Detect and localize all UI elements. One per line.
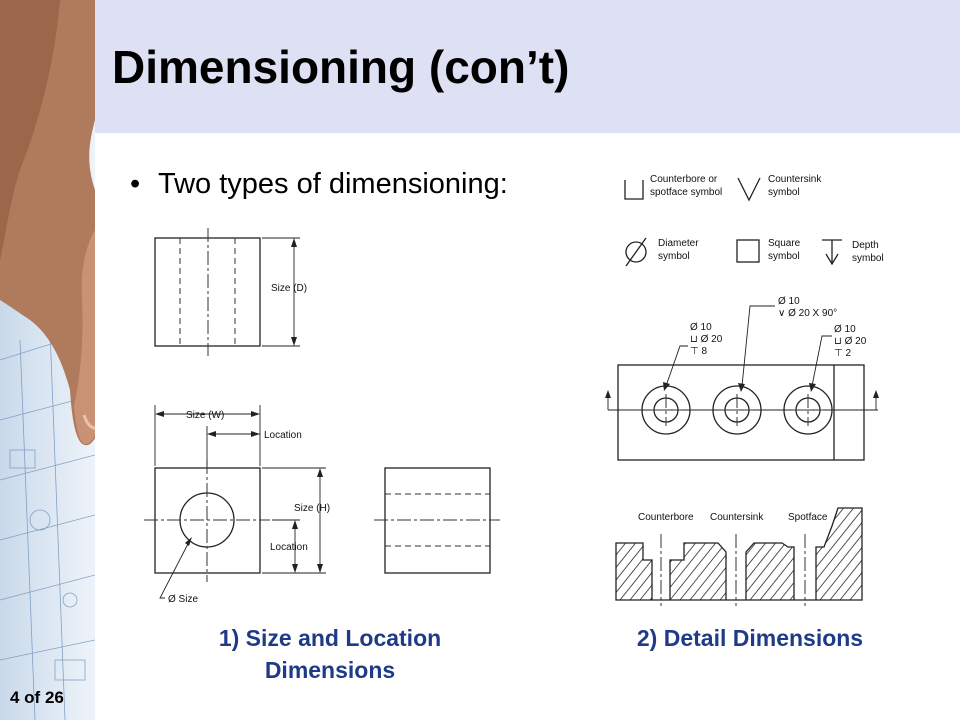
- slide-title: Dimensioning (con’t): [112, 41, 570, 93]
- caption-size-location-line2: Dimensions: [264, 657, 396, 683]
- square-legend-line2: symbol: [768, 251, 800, 262]
- diameter-legend-line2: symbol: [658, 251, 690, 262]
- caption-detail-dimensions: 2) Detail Dimensions: [636, 625, 864, 651]
- size-h-label: Size (H): [294, 503, 330, 514]
- caption-size-location-line1: 1) Size and Location: [218, 625, 442, 651]
- bullet-dot: •: [130, 168, 141, 200]
- counterbore-legend-line2: spotface symbol: [650, 187, 722, 198]
- callout-left-line2: ⊔ Ø 20: [690, 334, 723, 345]
- callout-right-line1: Ø 10: [834, 324, 856, 335]
- countersink-legend-line2: symbol: [768, 187, 800, 198]
- callout-right-line2: ⊔ Ø 20: [834, 336, 867, 347]
- bullet-item: • Two types of dimensioning:: [130, 168, 508, 201]
- size-w-label: Size (W): [186, 410, 224, 421]
- countersink-symbol-icon: [737, 177, 761, 202]
- hole-spotface: [783, 385, 833, 435]
- hand-photo: [0, 0, 95, 720]
- bullet-text: Two types of dimensioning:: [158, 168, 508, 200]
- blueprint-photo: [0, 329, 95, 720]
- location-bottom-label: Location: [270, 542, 308, 553]
- callout-middle-line1: Ø 10: [778, 296, 800, 307]
- caption-size-location: 1) Size and Location Dimensions: [180, 622, 480, 686]
- size-location-figure: Size (D) Size (W) Location Size (H) Loca…: [144, 228, 500, 605]
- location-top-label: Location: [264, 430, 302, 441]
- callout-left-line3: ⊤ 8: [690, 346, 707, 357]
- callout-left-line1: Ø 10: [690, 322, 712, 333]
- depth-legend-line2: symbol: [852, 253, 884, 264]
- depth-legend-line1: Depth: [852, 240, 879, 251]
- diameter-symbol-icon: [625, 241, 647, 263]
- callout-middle-line2: ∨ Ø 20 X 90°: [778, 308, 837, 319]
- sidebar-photo: [0, 0, 95, 720]
- header-band: [95, 0, 960, 133]
- dia-size-label: Ø Size: [168, 594, 198, 605]
- page-number: 4 of 26: [10, 688, 64, 707]
- hole-counterbore: [641, 385, 691, 435]
- plate-top-view: [617, 364, 865, 461]
- section-countersink-label: Countersink: [710, 512, 764, 523]
- diameter-legend-line1: Diameter: [658, 238, 699, 249]
- section-counterbore-label: Counterbore: [638, 512, 694, 523]
- square-legend-line1: Square: [768, 238, 801, 249]
- hole-countersink: [712, 385, 762, 435]
- depth-symbol-icon: [822, 239, 842, 266]
- square-symbol-icon: [736, 239, 760, 263]
- callout-right-line3: ⊤ 2: [834, 348, 851, 359]
- section-spotface-label: Spotface: [788, 512, 828, 523]
- counterbore-symbol-icon: [624, 180, 644, 200]
- size-d-label: Size (D): [271, 283, 307, 294]
- counterbore-legend-line1: Counterbore or: [650, 174, 718, 185]
- detail-dimensions-figure: Counterbore or spotface symbol Countersi…: [605, 174, 884, 606]
- countersink-legend-line1: Countersink: [768, 174, 822, 185]
